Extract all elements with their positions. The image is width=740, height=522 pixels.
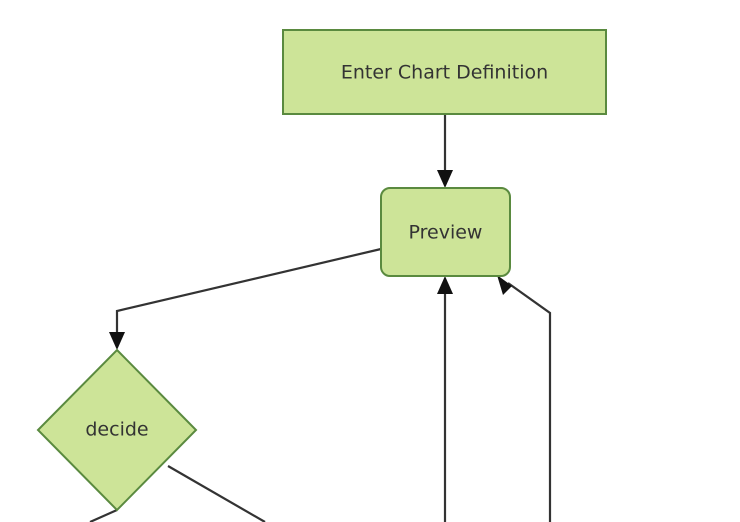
node-decide[interactable]: decide: [36, 348, 198, 512]
edge-decide-to-bottom-right: [167, 465, 266, 522]
node-preview[interactable]: Preview: [380, 187, 511, 277]
edge-preview-to-decide: [109, 247, 382, 350]
edge-enter-to-preview: [437, 114, 453, 188]
edge-return-center-to-preview: [437, 276, 453, 522]
node-enter-chart-definition[interactable]: Enter Chart Definition: [282, 29, 607, 115]
node-preview-label: Preview: [409, 222, 483, 244]
node-enter-chart-definition-label: Enter Chart Definition: [341, 62, 548, 84]
node-decide-label: decide: [85, 419, 148, 441]
edge-decide-to-bottom-left: [89, 508, 118, 522]
edge-return-right-to-preview: [497, 275, 552, 522]
node-preview-shape[interactable]: [380, 187, 511, 277]
node-decide-shape[interactable]: [36, 348, 198, 512]
node-enter-chart-definition-shape[interactable]: [282, 29, 607, 115]
